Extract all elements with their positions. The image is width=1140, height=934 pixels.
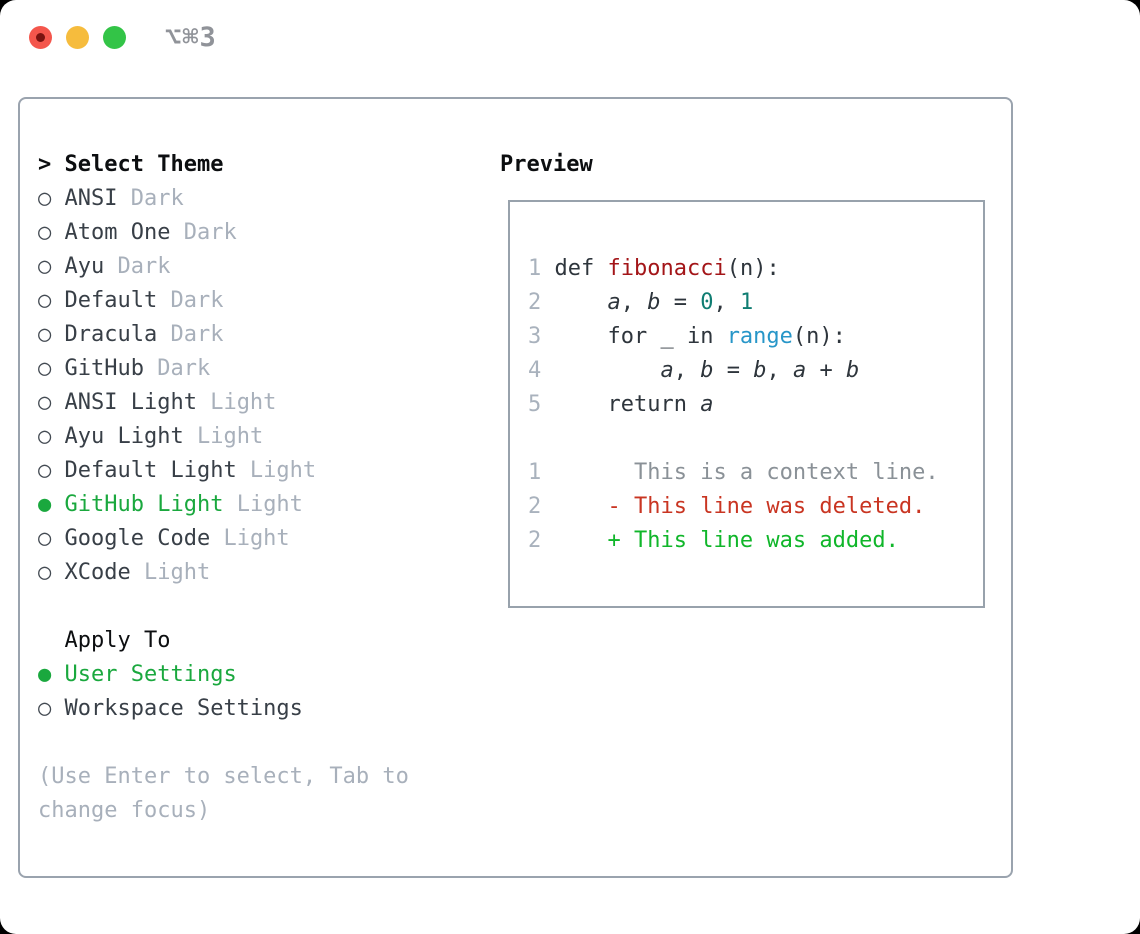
apply-to-header: Apply To <box>38 624 468 658</box>
theme-variant: Dark <box>117 186 184 211</box>
radio-unselected-icon: ○ <box>38 220 65 245</box>
theme-option-default-dark[interactable]: ○ Default Dark <box>38 284 468 318</box>
line-number: 1 <box>528 256 555 281</box>
code-line: 4 a, b = b, a + b <box>528 358 860 383</box>
theme-variant: Light <box>130 560 211 585</box>
theme-name: Ayu <box>64 254 105 279</box>
select-theme-header: > Select Theme <box>38 148 468 182</box>
line-number: 1 <box>528 460 555 485</box>
theme-option-ayu-dark[interactable]: ○ Ayu Dark <box>38 250 468 284</box>
theme-name: ANSI <box>64 186 118 211</box>
theme-option-atom-one-dark[interactable]: ○ Atom One Dark <box>38 216 468 250</box>
theme-name: GitHub Light <box>64 492 224 517</box>
line-number: 5 <box>528 392 555 417</box>
radio-unselected-icon: ○ <box>38 254 65 279</box>
radio-unselected-icon: ○ <box>38 186 65 211</box>
radio-unselected-icon: ○ <box>38 356 65 381</box>
theme-name: Ayu Light <box>64 424 184 449</box>
preview-code: 1 def fibonacci(n): 2 a, b = 0, 1 3 for _ … <box>528 252 939 558</box>
radio-unselected-icon: ○ <box>38 560 65 585</box>
theme-variant: Dark <box>104 254 171 279</box>
theme-name: Default Light <box>64 458 237 483</box>
apply-to-label: Apply To <box>64 628 171 653</box>
theme-name: Google Code <box>64 526 211 551</box>
code-line: 5 return a <box>528 392 714 417</box>
theme-variant: Light <box>223 492 303 517</box>
zoom-button[interactable] <box>103 26 126 49</box>
preview-box: 1 def fibonacci(n): 2 a, b = 0, 1 3 for _ … <box>508 200 985 608</box>
radio-selected-icon: ● <box>38 662 65 687</box>
keyboard-hint: (Use Enter to select, Tab to change focu… <box>38 764 409 823</box>
theme-variant: Dark <box>170 220 237 245</box>
code-line: 1 def fibonacci(n): <box>528 256 780 281</box>
theme-variant: Dark <box>143 356 211 381</box>
close-button[interactable] <box>29 26 52 49</box>
theme-name: Default <box>64 288 158 313</box>
apply-option-user-settings[interactable]: ● User Settings <box>38 658 468 692</box>
select-theme-label: Select Theme <box>64 152 224 177</box>
theme-option-ayu-light-light[interactable]: ○ Ayu Light Light <box>38 420 468 454</box>
prompt-icon: > <box>38 152 52 177</box>
theme-variant: Light <box>196 390 277 415</box>
theme-name: Atom One <box>64 220 171 245</box>
line-number: 2 <box>528 290 555 315</box>
theme-option-dracula-dark[interactable]: ○ Dracula Dark <box>38 318 468 352</box>
apply-option-name: Workspace Settings <box>64 696 303 721</box>
blank-line <box>528 422 939 456</box>
theme-name: ANSI Light <box>64 390 197 415</box>
theme-name: Dracula <box>64 322 158 347</box>
apply-option-workspace-settings[interactable]: ○ Workspace Settings <box>38 692 468 726</box>
spacer <box>38 726 468 760</box>
apply-to-list: ● User Settings○ Workspace Settings <box>38 658 468 726</box>
theme-option-default-light-light[interactable]: ○ Default Light Light <box>38 454 468 488</box>
radio-unselected-icon: ○ <box>38 322 65 347</box>
theme-name: GitHub <box>64 356 144 381</box>
line-number: 2 <box>528 528 555 553</box>
window-title: ⌥⌘3 <box>165 22 217 53</box>
theme-option-ansi-dark[interactable]: ○ ANSI Dark <box>38 182 468 216</box>
minimize-button[interactable] <box>66 26 89 49</box>
theme-option-github-light-light[interactable]: ● GitHub Light Light <box>38 488 468 522</box>
theme-variant: Light <box>236 458 317 483</box>
theme-list: ○ ANSI Dark○ Atom One Dark○ Ayu Dark○ De… <box>38 182 468 590</box>
theme-name: XCode <box>64 560 131 585</box>
spacer <box>38 590 468 624</box>
radio-unselected-icon: ○ <box>38 696 65 721</box>
apply-option-name: User Settings <box>64 662 237 687</box>
diff-line-context: 1 This is a context line. <box>528 460 939 485</box>
radio-selected-icon: ● <box>38 492 65 517</box>
diff-line-deleted: 2 - This line was deleted. <box>528 494 926 519</box>
theme-option-github-dark[interactable]: ○ GitHub Dark <box>38 352 468 386</box>
theme-picker: > Select Theme ○ ANSI Dark○ Atom One Dar… <box>38 148 468 828</box>
radio-unselected-icon: ○ <box>38 526 65 551</box>
radio-unselected-icon: ○ <box>38 424 65 449</box>
line-number: 4 <box>528 358 555 383</box>
radio-unselected-icon: ○ <box>38 288 65 313</box>
diff-line-added: 2 + This line was added. <box>528 528 899 553</box>
theme-variant: Dark <box>157 322 224 347</box>
theme-variant: Light <box>183 424 264 449</box>
code-line: 2 a, b = 0, 1 <box>528 290 754 315</box>
theme-variant: Dark <box>157 288 224 313</box>
theme-option-google-code-light[interactable]: ○ Google Code Light <box>38 522 468 556</box>
radio-unselected-icon: ○ <box>38 390 65 415</box>
radio-unselected-icon: ○ <box>38 458 65 483</box>
theme-option-ansi-light-light[interactable]: ○ ANSI Light Light <box>38 386 468 420</box>
theme-variant: Light <box>210 526 290 551</box>
preview-label: Preview <box>500 152 593 177</box>
code-line: 3 for _ in range(n): <box>528 324 846 349</box>
theme-option-xcode-light[interactable]: ○ XCode Light <box>38 556 468 590</box>
line-number: 2 <box>528 494 555 519</box>
line-number: 3 <box>528 324 555 349</box>
